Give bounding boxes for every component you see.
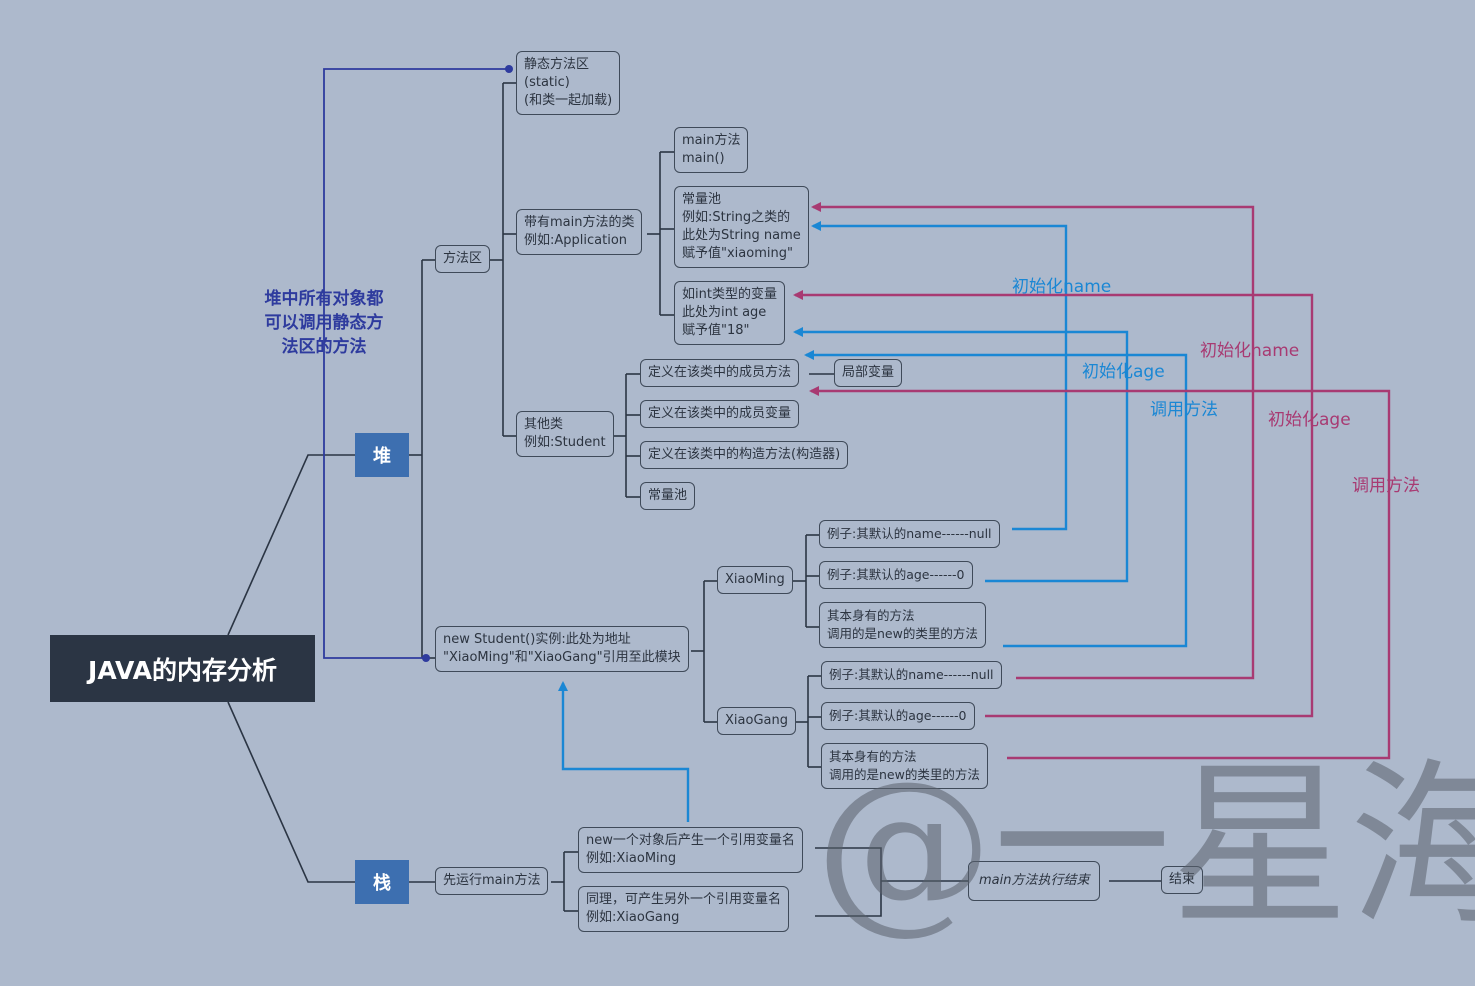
reference-one-node: new一个对象后产生一个引用变量名 例如:XiaoMing [578, 827, 803, 873]
constant-pool-node: 常量池 例如:String之类的 此处为String name 赋予值"xiao… [674, 186, 809, 268]
constant-pool-line-4: 赋予值"xiaoming" [682, 246, 793, 261]
tree-edges [227, 82, 1161, 917]
constant-pool-line-1: 常量池 [682, 192, 722, 207]
pink-call-method-label: 调用方法 [1352, 476, 1420, 496]
member-variable-label: 定义在该类中的成员变量 [648, 406, 792, 421]
xiaogang-label: XiaoGang [725, 713, 788, 728]
main-class-node: 带有main方法的类 例如:Application [516, 209, 643, 255]
end-label: 结束 [1169, 872, 1196, 887]
xiaogang-name-default: 例子:其默认的name------null [829, 667, 994, 682]
static-access-bracket [323, 68, 509, 659]
local-variable-label: 局部变量 [842, 365, 895, 380]
static-area-line-2: (static) [524, 75, 570, 90]
main-class-line-2: 例如:Application [524, 233, 628, 248]
constructor-label: 定义在该类中的构造方法(构造器) [648, 447, 841, 462]
xiaogang-name-default-node: 例子:其默认的name------null [821, 661, 1002, 689]
heap-note-line-1: 堆中所有对象都 [264, 289, 384, 309]
reference-one-line-2: 例如:XiaoMing [586, 851, 677, 866]
pink-init-name-label: 初始化name [1200, 341, 1300, 361]
stack-branch: 栈 [355, 860, 409, 904]
int-variable-node: 如int类型的变量 此处为int age 赋予值"18" [674, 281, 785, 345]
static-area-line-3: (和类一起加载) [524, 93, 613, 108]
xiaogang-node: XiaoGang [717, 707, 796, 735]
local-variable-node: 局部变量 [834, 359, 903, 387]
bracket-dot-top [505, 65, 513, 73]
run-main-label: 先运行main方法 [443, 873, 541, 888]
blue-call-method-label: 调用方法 [1150, 400, 1218, 420]
instance-line-2: "XiaoMing"和"XiaoGang"引用至此模块 [443, 650, 681, 665]
xiaogang-own-method-node: 其本身有的方法 调用的是new的类里的方法 [821, 743, 988, 789]
static-area-line-1: 静态方法区 [524, 57, 590, 72]
xiaogang-age-default: 例子:其默认的age------0 [829, 708, 967, 723]
xiaogang-arrows [793, 202, 1391, 760]
int-variable-line-3: 赋予值"18" [682, 323, 750, 338]
main-end-node: main方法执行结束 [968, 861, 1101, 901]
reference-two-node: 同理，可产生另外一个引用变量名 例如:XiaoGang [578, 886, 790, 932]
pink-init-age-label: 初始化age [1268, 410, 1351, 430]
xiaogang-age-default-node: 例子:其默认的age------0 [821, 702, 975, 730]
end-node: 结束 [1161, 866, 1204, 894]
xiaoming-node: XiaoMing [717, 566, 793, 594]
xiaogang-own-method-line-1: 其本身有的方法 [829, 749, 917, 764]
xiaoming-label: XiaoMing [725, 572, 785, 587]
blue-init-name-label: 初始化name [1012, 277, 1112, 297]
other-class-node: 其他类 例如:Student [516, 411, 614, 457]
member-variable-node: 定义在该类中的成员变量 [640, 400, 800, 428]
xiaogang-own-method-line-2: 调用的是new的类里的方法 [829, 767, 980, 782]
other-class-line-2: 例如:Student [524, 435, 606, 450]
instance-node: new Student()实例:此处为地址 "XiaoMing"和"XiaoGa… [435, 626, 689, 672]
member-method-label: 定义在该类中的成员方法 [648, 365, 792, 380]
xiaoming-age-default-node: 例子:其默认的age------0 [819, 561, 973, 589]
main-method-line-2: main() [682, 151, 725, 166]
constructor-node: 定义在该类中的构造方法(构造器) [640, 441, 849, 469]
heap-branch: 堆 [355, 433, 409, 477]
int-variable-line-2: 此处为int age [682, 305, 767, 320]
reference-two-line-1: 同理，可产生另外一个引用变量名 [586, 892, 782, 907]
root-topic: JAVA的内存分析 [50, 635, 315, 702]
constant-pool-line-3: 此处为String name [682, 228, 801, 243]
instance-line-1: new Student()实例:此处为地址 [443, 632, 631, 647]
run-main-node: 先运行main方法 [435, 867, 549, 895]
reference-two-line-2: 例如:XiaoGang [586, 910, 680, 925]
main-class-line-1: 带有main方法的类 [524, 215, 635, 230]
blue-init-age-label: 初始化age [1082, 362, 1165, 382]
xiaoming-name-default: 例子:其默认的name------null [827, 526, 992, 541]
xiaoming-age-default: 例子:其默认的age------0 [827, 567, 965, 582]
main-end-label: main方法执行结束 [979, 873, 1090, 888]
other-constant-pool-node: 常量池 [640, 482, 696, 510]
constant-pool-line-2: 例如:String之类的 [682, 210, 791, 225]
other-constant-pool-label: 常量池 [648, 488, 688, 503]
method-area-node: 方法区 [435, 245, 491, 273]
xiaoming-own-method-line-2: 调用的是new的类里的方法 [827, 626, 978, 641]
other-class-line-1: 其他类 [524, 417, 564, 432]
int-variable-line-1: 如int类型的变量 [682, 287, 777, 302]
heap-static-note: 堆中所有对象都 可以调用静态方 法区的方法 [254, 287, 394, 359]
bracket-dot-bottom [422, 654, 430, 662]
main-method-node: main方法 main() [674, 127, 749, 173]
xiaoming-own-method-line-1: 其本身有的方法 [827, 608, 915, 623]
main-method-line-1: main方法 [682, 133, 741, 148]
heap-note-line-3: 法区的方法 [281, 337, 367, 357]
xiaoming-arrows [558, 221, 1188, 822]
method-area-label: 方法区 [443, 251, 483, 266]
xiaoming-name-default-node: 例子:其默认的name------null [819, 520, 1000, 548]
member-method-node: 定义在该类中的成员方法 [640, 359, 800, 387]
static-area-node: 静态方法区 (static) (和类一起加载) [516, 51, 621, 115]
xiaoming-own-method-node: 其本身有的方法 调用的是new的类里的方法 [819, 602, 986, 648]
heap-note-line-2: 可以调用静态方 [264, 313, 384, 333]
reference-one-line-1: new一个对象后产生一个引用变量名 [586, 833, 795, 848]
